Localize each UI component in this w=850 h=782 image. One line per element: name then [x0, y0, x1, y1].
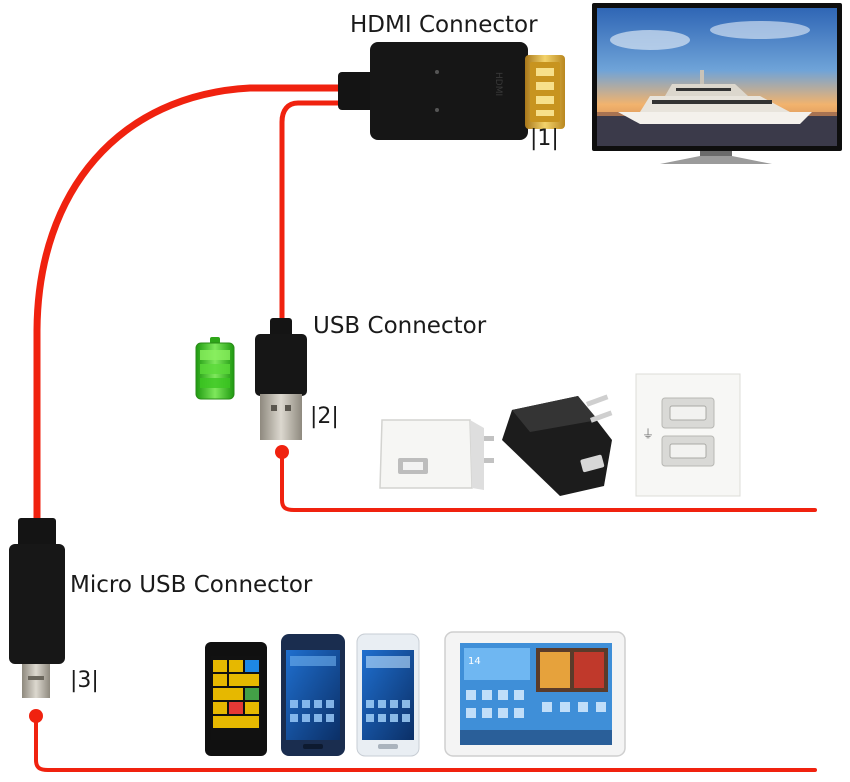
cable-main-to-micro	[33, 84, 344, 524]
black-usb-adapter	[502, 394, 613, 496]
micro-usb-number-label: |3|	[70, 668, 99, 693]
usb-connector-label: USB Connector	[313, 313, 487, 339]
tv-monitor	[592, 3, 842, 164]
phone-galaxy-white	[356, 633, 420, 757]
white-usb-adapter	[379, 419, 494, 490]
hdmi-number-label: |1|	[530, 126, 559, 151]
micro-line-dot	[29, 709, 43, 723]
cable-micro-device-line	[34, 714, 817, 772]
usb-line-dot	[275, 445, 289, 459]
wall-usb-outlet: ⏚	[635, 373, 741, 497]
battery-icon	[195, 337, 235, 400]
usb-connector	[255, 318, 307, 440]
red-cables	[33, 84, 817, 772]
hdmi-connector-label: HDMI Connector	[350, 12, 538, 38]
svg-text:14: 14	[468, 656, 481, 667]
phone-galaxy-blue	[281, 634, 345, 756]
svg-text:HDMI: HDMI	[493, 72, 503, 96]
micro-usb-connector	[9, 518, 65, 698]
micro-usb-connector-label: Micro USB Connector	[70, 572, 313, 598]
cable-to-usb	[279, 100, 343, 325]
cable-usb-power-line	[280, 450, 817, 512]
usb-symbol-icon: ⏚	[642, 427, 654, 441]
tablet: 14	[444, 631, 626, 757]
hdmi-connector: HDMI	[338, 42, 565, 140]
usb-number-label: |2|	[310, 404, 339, 429]
phone-lumia	[205, 642, 267, 756]
